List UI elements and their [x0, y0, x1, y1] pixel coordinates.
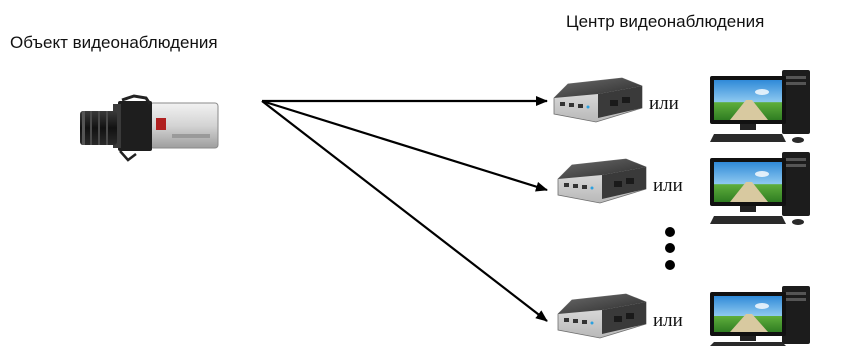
source-label: Объект видеонаблюдения	[10, 33, 218, 52]
desktop-computer-icon	[710, 70, 810, 143]
arrow-to-receiver-3	[261, 100, 548, 322]
video-server-box-icon	[557, 293, 647, 339]
or-label: или	[649, 93, 679, 114]
or-label: или	[653, 310, 683, 331]
center-label: Центр видеонаблюдения	[566, 12, 765, 31]
video-server-box-icon	[557, 158, 647, 204]
cctv-camera-icon	[80, 94, 219, 162]
continuation-dots	[665, 227, 675, 270]
arrow-to-receiver-2	[261, 99, 548, 192]
video-server-box-icon	[553, 77, 643, 123]
desktop-computer-icon	[710, 152, 810, 225]
desktop-computer-icon	[710, 286, 810, 346]
or-label: или	[653, 175, 683, 196]
